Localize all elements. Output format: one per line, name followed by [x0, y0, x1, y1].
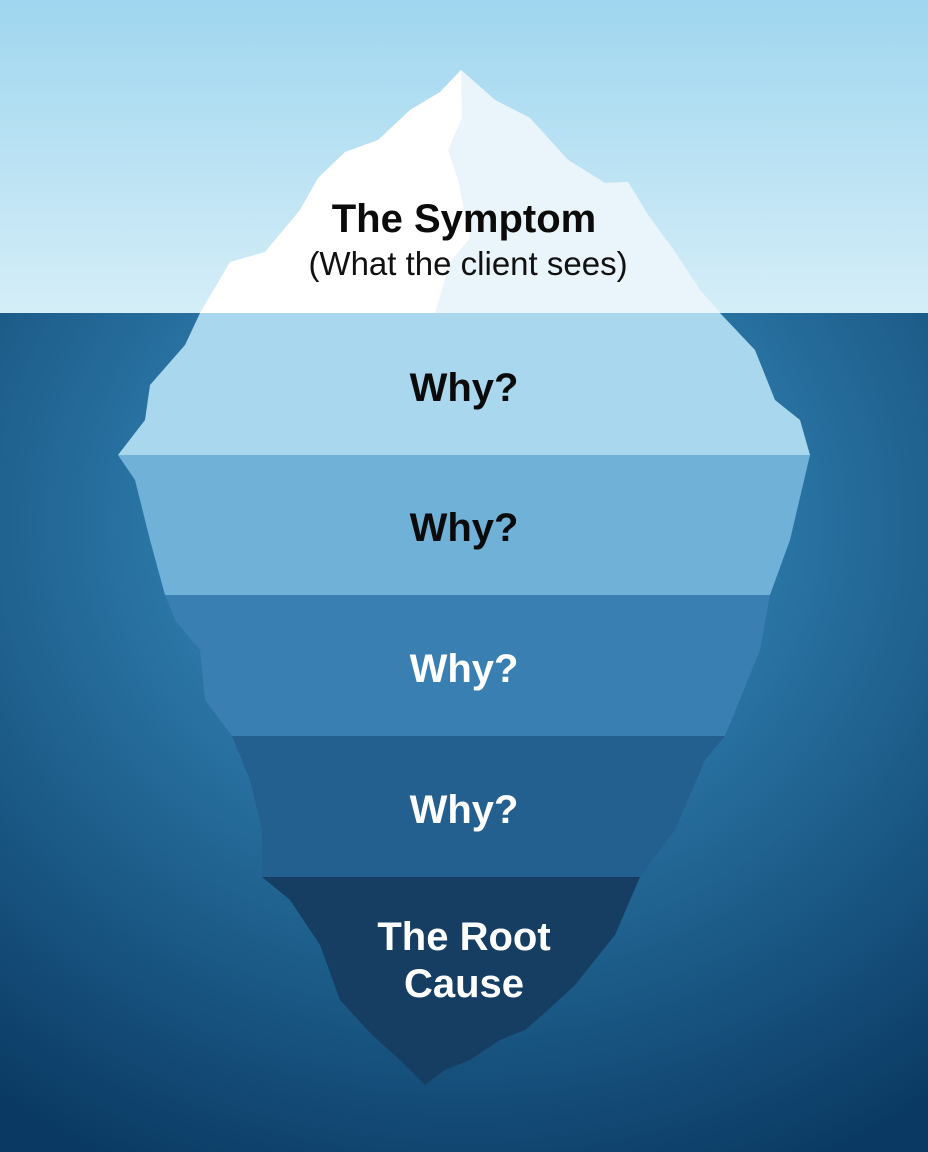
symptom-subtitle: (What the client sees) [308, 245, 627, 282]
layer-3-label: Why? [410, 647, 519, 691]
symptom-title: The Symptom [332, 197, 596, 241]
layer-2-band [118, 455, 810, 595]
root-cause-band [262, 877, 640, 1085]
iceberg-tip [200, 70, 720, 313]
layer-4-label: Why? [410, 788, 519, 832]
layer-2-label: Why? [410, 506, 519, 550]
root-cause-line-1: The Root [377, 915, 550, 959]
root-cause-line-2: Cause [404, 962, 524, 1006]
layer-4-band [232, 736, 725, 877]
iceberg-body [118, 313, 810, 1085]
layer-1-label: Why? [410, 366, 519, 410]
layer-3-band [165, 595, 770, 736]
layer-1-band [118, 313, 810, 455]
